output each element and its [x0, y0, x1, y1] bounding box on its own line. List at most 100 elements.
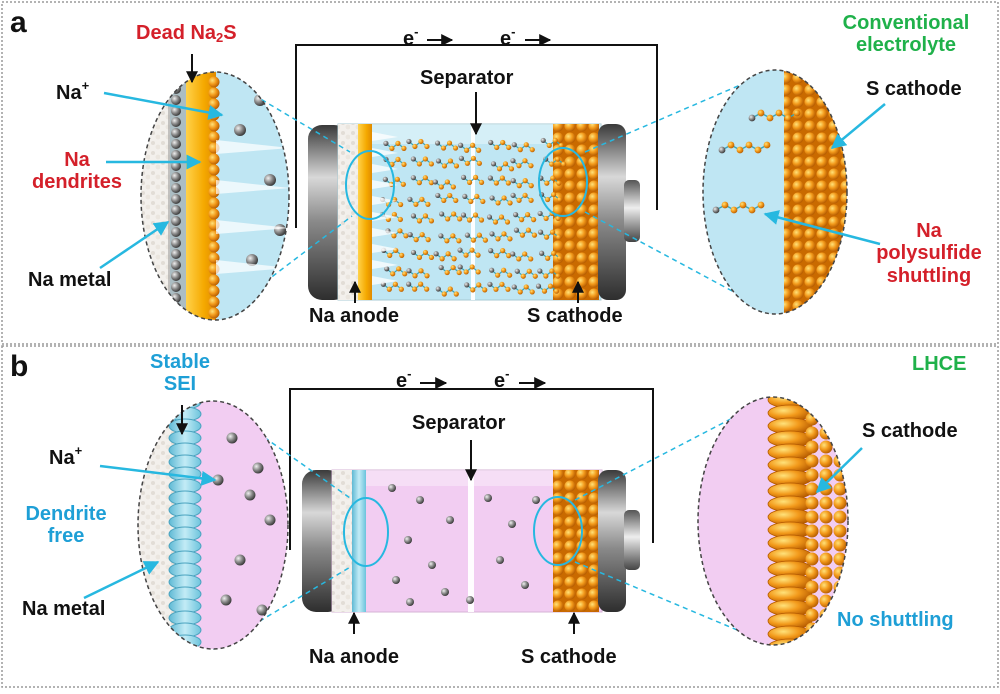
na-ion — [234, 124, 246, 136]
polysulfide-chain — [466, 284, 486, 291]
sulfur-atom — [444, 179, 450, 185]
na-ion — [416, 496, 424, 504]
sulfur-atom — [549, 268, 555, 274]
sulfur-atom — [402, 271, 408, 277]
dead-na2s-particle — [208, 120, 220, 132]
na-atom — [171, 282, 181, 292]
panel-b-electron-2: e- — [494, 366, 510, 392]
panel-a-na-metal — [338, 124, 360, 300]
panel-b-cathode-label: S cathode — [521, 646, 617, 668]
sulfur-atom — [763, 141, 771, 149]
sulfur-atom — [395, 140, 401, 146]
polysulfide-chain — [512, 179, 532, 187]
na-ion — [234, 554, 246, 566]
cathode-particle — [847, 412, 848, 426]
sulfur-atom — [498, 214, 505, 220]
na-ion — [428, 561, 436, 569]
sulfur-atom — [495, 200, 501, 206]
sulfur-atom — [499, 281, 505, 287]
polysulfide-chain — [540, 177, 560, 184]
panel-b-na-metal-label: Na metal — [22, 598, 106, 620]
na-ion — [446, 516, 454, 524]
na-atom — [171, 194, 181, 204]
sulfur-atom — [793, 109, 801, 117]
sulfur-atom — [451, 211, 457, 217]
panel-a-cathode-terminal — [624, 180, 640, 242]
cathode-particle — [833, 426, 847, 440]
sulfur-atom — [400, 181, 406, 187]
sulfur-atom — [412, 273, 418, 279]
panel-b-separator — [468, 470, 474, 612]
sulfur-atom — [492, 219, 499, 225]
sulfur-atom — [501, 231, 507, 237]
no-shuttling-label: No shuttling — [837, 609, 954, 631]
sulfur-atom — [736, 146, 744, 154]
cathode-particle — [805, 636, 819, 645]
sulfur-atom — [519, 232, 526, 238]
sulfur-atom — [444, 238, 450, 244]
dead-na2s-particle — [208, 296, 220, 308]
sulfur-atom — [439, 211, 445, 217]
sulfur-atom — [438, 233, 444, 239]
sulfur-atom — [500, 248, 506, 254]
sulfur-atom — [470, 287, 476, 293]
sulfur-atom — [508, 166, 515, 172]
polysulfide-chain — [412, 176, 432, 184]
cathode-particle — [805, 552, 819, 566]
cathode-particle — [805, 426, 819, 440]
polysulfide-chain — [413, 251, 432, 259]
sulfur-atom — [386, 286, 392, 292]
dendrite-spike — [216, 260, 289, 274]
sulfur-atom — [551, 250, 557, 256]
dendrite-spike — [372, 196, 398, 205]
sulfur-atom — [438, 264, 444, 271]
sulfur-atom — [410, 249, 417, 256]
polysulfide-chain — [463, 176, 482, 184]
sulfur-atom — [513, 212, 519, 218]
sulfur-atom — [418, 138, 424, 145]
sulfur-atom — [472, 212, 479, 218]
sulfur-atom — [395, 156, 401, 163]
cathode-particle — [847, 566, 848, 580]
polysulfide-chain — [493, 163, 512, 170]
sulfur-atom — [516, 197, 522, 203]
panel-a-cathode-zoom — [702, 69, 848, 315]
sulfur-atom — [441, 291, 447, 297]
cathode-particle — [805, 566, 819, 580]
sulfur-atom — [413, 236, 419, 243]
sulfur-atom — [391, 233, 397, 239]
sulfur-atom — [513, 227, 520, 233]
polysulfide-chain — [409, 233, 429, 241]
sulfur-atom — [444, 269, 450, 276]
sulfur-atom — [464, 232, 471, 238]
sulfur-atom — [516, 256, 522, 262]
polysulfide-chain — [489, 177, 509, 184]
sulfur-atom — [546, 142, 552, 149]
sulfur-atom — [522, 178, 528, 184]
na-ion — [274, 224, 286, 236]
sulfur-atom — [555, 156, 561, 162]
sulfur-atom — [511, 142, 517, 148]
na-ion — [264, 514, 276, 526]
na-atom — [171, 117, 181, 127]
dendrite-spike — [372, 276, 398, 285]
sulfur-atom — [399, 252, 405, 258]
sulfur-atom — [488, 139, 494, 146]
polysulfide-chain — [512, 159, 532, 167]
sulfur-atom — [450, 184, 456, 190]
sulfur-atom — [501, 195, 507, 201]
sulfur-atom — [396, 266, 402, 272]
polysulfide-chain — [539, 212, 559, 220]
panel-b-circuit-wire — [289, 388, 654, 550]
polysulfide-chain — [463, 214, 482, 221]
panel-a-separator-label: Separator — [420, 67, 514, 89]
panel-a-anode-focus-circle — [345, 150, 395, 220]
sulfur-atom — [478, 217, 485, 223]
sulfur-atom — [435, 286, 441, 292]
cathode-particle — [833, 552, 847, 566]
sulfur-atom — [514, 268, 520, 274]
panel-a-s-cathode-arrow — [830, 103, 886, 149]
cathode-particle — [805, 510, 819, 524]
sulfur-atom — [470, 237, 477, 243]
